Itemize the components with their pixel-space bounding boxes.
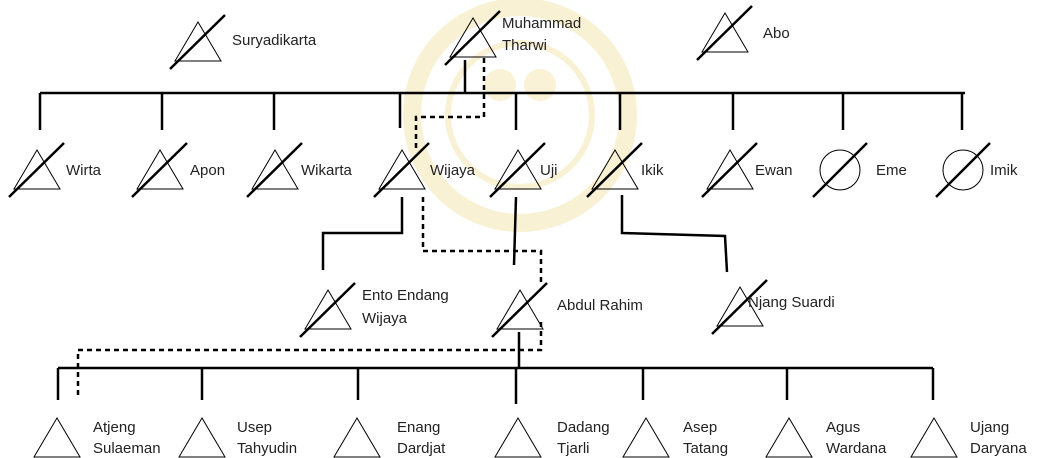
ujang-daryana-label-line2: Daryana <box>970 440 1027 457</box>
muhammad-tharwi-label-line2: Tharwi <box>502 37 547 54</box>
suryadikarta-symbol <box>168 13 227 71</box>
atjeng-sulaeman-label-line1: Atjeng <box>93 419 136 436</box>
ujang-daryana-label-line1: Ujang <box>970 419 1009 436</box>
ento-endang-wijaya-symbol <box>298 281 357 339</box>
wirta-symbol <box>7 141 66 199</box>
ento-endang-wijaya-label-line2: Wijaya <box>362 310 408 327</box>
abdul-rahim-label: Abdul Rahim <box>557 297 643 314</box>
njang-suardi-label: Njang Suardi <box>748 294 835 311</box>
abdul-rahim-symbol <box>490 281 549 339</box>
ewan-label: Ewan <box>755 162 793 179</box>
gen2-connectors <box>321 195 729 273</box>
abo-label: Abo <box>763 25 790 42</box>
agus-wardana-label-line2: Wardana <box>826 440 887 457</box>
apon-symbol <box>130 141 189 199</box>
agus-wardana-label-line1: Agus <box>826 419 860 436</box>
uji-symbol <box>488 141 547 199</box>
enang-dardjat-label-line2: Dardjat <box>397 440 446 457</box>
gen4-labels: Atjeng Sulaeman Usep Tahyudin Enang Dard… <box>93 419 1027 457</box>
ikik-label: Ikik <box>641 162 664 179</box>
ikik-symbol <box>585 141 644 199</box>
gen2-labels: Wirta Apon Wikarta Wijaya Uji Ikik Ewan … <box>66 162 1018 179</box>
atjeng-sulaeman-label-line2: Sulaeman <box>93 440 161 457</box>
enang-dardjat-label-line1: Enang <box>397 419 440 436</box>
wirta-label: Wirta <box>66 162 102 179</box>
wikarta-symbol <box>245 141 304 199</box>
gen3-connector <box>56 332 935 404</box>
muhammad-tharwi-label-line1: Muhammad <box>502 15 581 32</box>
enang-dardjat-symbol <box>333 417 381 458</box>
apon-label: Apon <box>190 162 225 179</box>
eme-symbol <box>811 141 869 199</box>
gen1-connector <box>38 60 965 130</box>
gen3-labels: Ento Endang Wijaya Abdul Rahim Njang Sua… <box>362 287 835 327</box>
usep-tahyudin-symbol <box>178 417 226 458</box>
uji-label: Uji <box>540 162 558 179</box>
imik-symbol <box>934 141 992 199</box>
asep-tatang-label-line2: Tatang <box>683 440 728 457</box>
eme-label: Eme <box>876 162 907 179</box>
ujang-daryana-symbol <box>910 417 958 458</box>
ewan-symbol <box>700 141 759 199</box>
asep-tatang-symbol <box>622 417 670 458</box>
usep-tahyudin-label-line2: Tahyudin <box>237 440 297 457</box>
ento-endang-wijaya-label-line1: Ento Endang <box>362 287 449 304</box>
asep-tatang-label-line1: Asep <box>683 419 717 436</box>
wijaya-label: Wijaya <box>430 162 476 179</box>
gen1-dashed-link <box>414 58 486 150</box>
dadang-tjarli-symbol <box>494 417 542 458</box>
atjeng-sulaeman-symbol <box>33 417 81 458</box>
wikarta-label: Wikarta <box>301 162 352 179</box>
agus-wardana-symbol <box>765 417 813 458</box>
gen2-dashed-link <box>421 197 543 282</box>
suryadikarta-label: Suryadikarta <box>232 32 317 49</box>
gen1-labels: Suryadikarta Muhammad Tharwi Abo <box>232 15 790 54</box>
abo-symbol <box>695 4 754 62</box>
imik-label: Imik <box>990 162 1018 179</box>
usep-tahyudin-label-line1: Usep <box>237 419 272 436</box>
gen3-dashed-link <box>76 322 543 398</box>
dadang-tjarli-label-line2: Tjarli <box>557 440 590 457</box>
dadang-tjarli-label-line1: Dadang <box>557 419 610 436</box>
